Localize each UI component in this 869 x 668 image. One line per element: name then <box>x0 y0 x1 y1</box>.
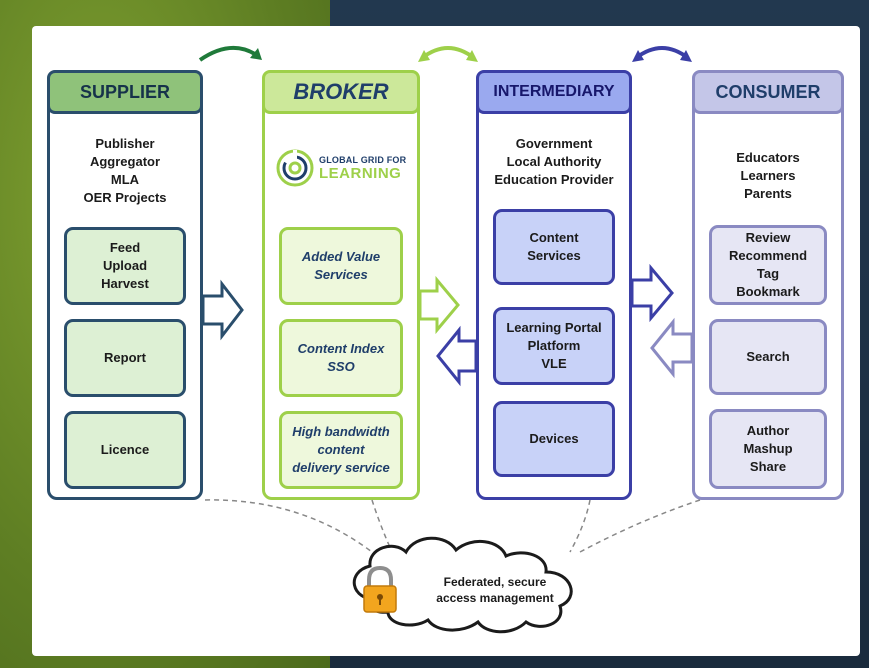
cloud-label: Federated, secure access management <box>410 574 580 606</box>
supplier-header: SUPPLIER <box>47 70 203 114</box>
intermediary-content-services-box: Content Services <box>493 209 615 285</box>
logo-line2: LEARNING <box>319 164 402 182</box>
logo-line1: GLOBAL GRID FOR <box>319 154 407 165</box>
box-line: VLE <box>541 356 567 371</box>
consumer-review-box: Review Recommend Tag Bookmark <box>709 225 827 305</box>
box-line: Author <box>746 423 790 438</box>
box-line: Harvest <box>101 276 149 291</box>
intermediary-desc-line: Education Provider <box>494 172 614 187</box>
consumer-desc-line: Parents <box>744 186 792 201</box>
box-line: Review <box>745 230 791 245</box>
box-line: Added Value <box>301 249 381 264</box>
consumer-desc-line: Learners <box>740 168 796 183</box>
cloud-line1: Federated, secure <box>443 575 547 589</box>
consumer-author-box: Author Mashup Share <box>709 409 827 489</box>
intermediary-desc-line: Government <box>515 136 593 151</box>
intermediary-devices-box: Devices <box>493 401 615 477</box>
broker-delivery-box: High bandwidth content delivery service <box>279 411 403 489</box>
box-line: SSO <box>327 359 355 374</box>
supplier-feed-box: Feed Upload Harvest <box>64 227 186 305</box>
box-line: delivery service <box>292 460 390 475</box>
box-line: Content <box>529 230 579 245</box>
box-line: content <box>317 442 365 457</box>
intermediary-column: INTERMEDIARY Government Local Authority … <box>476 70 632 500</box>
supplier-licence-box: Licence <box>64 411 186 489</box>
box-line: Upload <box>102 258 148 273</box>
intermediary-desc-line: Local Authority <box>506 154 602 169</box>
box-line: Search <box>746 349 790 364</box>
broker-content-index-box: Content Index SSO <box>279 319 403 397</box>
box-line: Licence <box>100 442 150 457</box>
box-line: Content Index <box>297 341 385 356</box>
box-line: Mashup <box>743 441 793 456</box>
global-grid-logo: GLOBAL GRID FOR LEARNING <box>275 147 415 189</box>
broker-added-value-box: Added Value Services <box>279 227 403 305</box>
broker-column: BROKER GLOBAL GRID FOR LEARNING Added Va… <box>262 70 420 500</box>
supplier-description: Publisher Aggregator MLA OER Projects <box>50 135 200 207</box>
box-line: Feed <box>109 240 141 255</box>
intermediary-learning-portal-box: Learning Portal Platform VLE <box>493 307 615 385</box>
supplier-desc-line: MLA <box>110 172 140 187</box>
box-line: Services <box>527 248 581 263</box>
box-line: Learning Portal <box>506 320 602 335</box>
box-line: Services <box>314 267 368 282</box>
box-line: Bookmark <box>736 284 800 299</box>
box-line: Tag <box>756 266 780 281</box>
consumer-desc-line: Educators <box>736 150 800 165</box>
box-line: Report <box>104 350 146 365</box>
box-line: Devices <box>529 431 579 446</box>
cloud-line2: access management <box>436 591 554 605</box>
box-line: Recommend <box>728 248 808 263</box>
consumer-column: CONSUMER Educators Learners Parents Revi… <box>692 70 844 500</box>
box-line: Platform <box>527 338 581 353</box>
supplier-column: SUPPLIER Publisher Aggregator MLA OER Pr… <box>47 70 203 500</box>
grid-logo-icon <box>276 149 314 187</box>
consumer-header: CONSUMER <box>692 70 844 114</box>
consumer-search-box: Search <box>709 319 827 395</box>
supplier-desc-line: OER Projects <box>83 190 167 205</box>
box-line: Share <box>749 459 787 474</box>
box-line: High bandwidth <box>292 424 390 439</box>
intermediary-header: INTERMEDIARY <box>476 70 632 114</box>
supplier-desc-line: Aggregator <box>89 154 161 169</box>
supplier-desc-line: Publisher <box>95 136 155 151</box>
broker-header: BROKER <box>262 70 420 114</box>
intermediary-description: Government Local Authority Education Pro… <box>479 135 629 189</box>
consumer-description: Educators Learners Parents <box>695 149 841 203</box>
supplier-report-box: Report <box>64 319 186 397</box>
